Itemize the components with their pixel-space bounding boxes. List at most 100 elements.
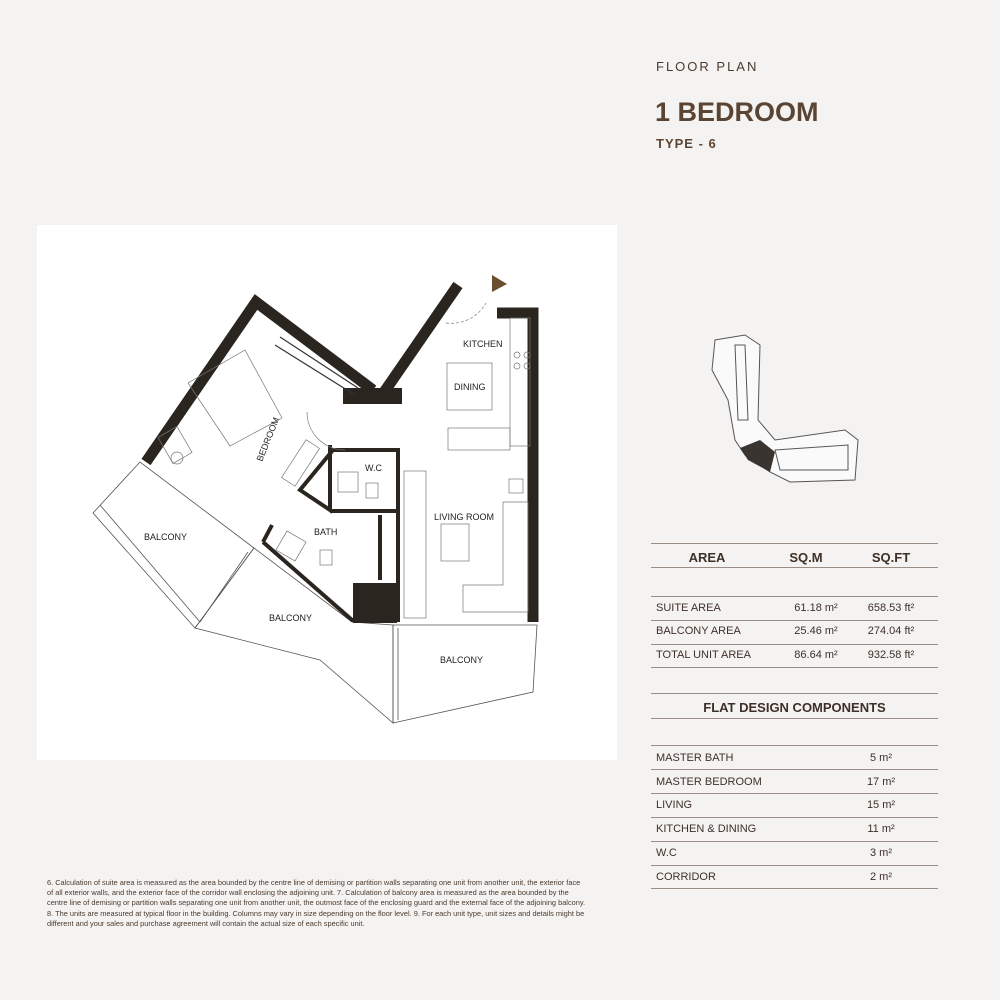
area-sqft: 932.58 ft² [867,649,915,661]
dining-table [446,362,493,411]
table-row: W.C 3 m² [651,847,938,867]
room-label-living: LIVING ROOM [434,512,494,522]
table-row: KITCHEN & DINING 11 m² [651,823,938,843]
divider [651,865,938,866]
shower [337,471,359,493]
wall [141,294,377,466]
area-sqft: 658.53 ft² [867,602,915,614]
area-sqm: 61.18 m² [794,602,838,614]
wall [497,307,539,622]
room-label-kitchen: KITCHEN [463,339,503,349]
balcony-middle-outline [194,547,394,724]
component-value: 11 m² [867,823,895,835]
component-value: 5 m² [870,752,892,764]
table-row: MASTER BEDROOM 17 m² [651,776,938,796]
divider [651,888,938,889]
divider [651,793,938,794]
room-label-bath: BATH [314,527,337,537]
divider [651,543,938,544]
divider [651,769,938,770]
page-title: 1 BEDROOM [655,97,819,127]
wardrobe-rail [274,336,359,396]
furniture [157,302,531,619]
stove-burner [523,362,531,370]
room-label-bedroom: BEDROOM [255,416,282,463]
component-value: 2 m² [870,871,892,883]
key-plan [711,334,859,483]
components-title: FLAT DESIGN COMPONENTS [703,700,886,715]
component-value: 15 m² [866,799,896,811]
building-core [734,344,849,471]
table-row: LIVING 15 m² [651,799,938,819]
room-label-balcony: BALCONY [440,655,483,665]
room-label-balcony: BALCONY [269,613,312,623]
table-row: SUITE AREA 61.18 m² 658.53 ft² [651,602,938,622]
wall [375,281,463,402]
kitchen-counter [509,317,531,447]
column [343,388,402,404]
divider [651,693,938,694]
component-value: 17 m² [866,776,896,788]
wardrobe [281,439,321,487]
column-block [353,583,397,623]
desk [157,426,193,464]
area-sqm: 86.64 m² [794,649,838,661]
room-label-wc: W.C [365,463,382,473]
header-sqm: SQ.M [789,550,823,565]
room-label-balcony: BALCONY [144,532,187,542]
divider [651,745,938,746]
divider [651,644,938,645]
kitchen-island [447,427,511,451]
area-sqft: 274.04 ft² [867,625,915,637]
area-sqm: 25.46 m² [794,625,838,637]
component-label: MASTER BATH [656,752,734,764]
unit-highlight [740,440,775,472]
divider [651,667,938,668]
bathtub [275,530,307,562]
divider [651,817,938,818]
stove-burner [523,351,531,359]
floor-plan-panel: KITCHEN DINING BEDROOM W.C BATH LIVING R… [37,225,617,760]
component-label: LIVING [656,799,693,811]
table-row: BALCONY AREA 25.46 m² 274.04 ft² [651,625,938,645]
bath-toilet [319,549,333,566]
unit-type: TYPE - 6 [656,136,717,151]
bed [187,349,283,447]
area-label: BALCONY AREA [656,625,741,637]
header-sqft: SQ.FT [871,550,911,565]
component-label: CORRIDOR [656,871,716,883]
exterior-walls [141,281,539,622]
divider [651,718,938,719]
component-value: 3 m² [870,847,892,859]
balcony-rail [99,504,201,623]
wall [297,445,335,514]
room-label-dining: DINING [454,382,486,392]
tv-unit [403,470,427,619]
table-row: TOTAL UNIT AREA 86.64 m² 932.58 ft² [651,649,938,669]
divider [651,841,938,842]
door-swing [306,411,346,451]
component-label: W.C [656,847,677,859]
divider [651,596,938,597]
table-row: MASTER BATH 5 m² [651,752,938,772]
stove-burner [513,351,521,359]
component-label: KITCHEN & DINING [656,823,757,835]
wall [330,448,400,622]
area-label: TOTAL UNIT AREA [656,649,751,661]
divider [651,620,938,621]
header-area: AREA [688,550,726,565]
area-label: SUITE AREA [656,602,721,614]
stove-burner [513,362,521,370]
eyebrow-label: FLOOR PLAN [656,59,759,74]
component-label: MASTER BEDROOM [656,776,762,788]
entry-door-swing [445,302,487,324]
floor-plan: KITCHEN DINING BEDROOM W.C BATH LIVING R… [92,275,539,724]
footnote: 6. Calculation of suite area is measured… [47,878,586,928]
wc-toilet [365,482,379,499]
sofa [462,501,529,613]
entrance-arrow-icon [492,275,507,292]
wall [261,524,274,543]
divider [651,567,938,568]
rug [440,523,470,562]
table-row: CORRIDOR 2 m² [651,871,938,891]
